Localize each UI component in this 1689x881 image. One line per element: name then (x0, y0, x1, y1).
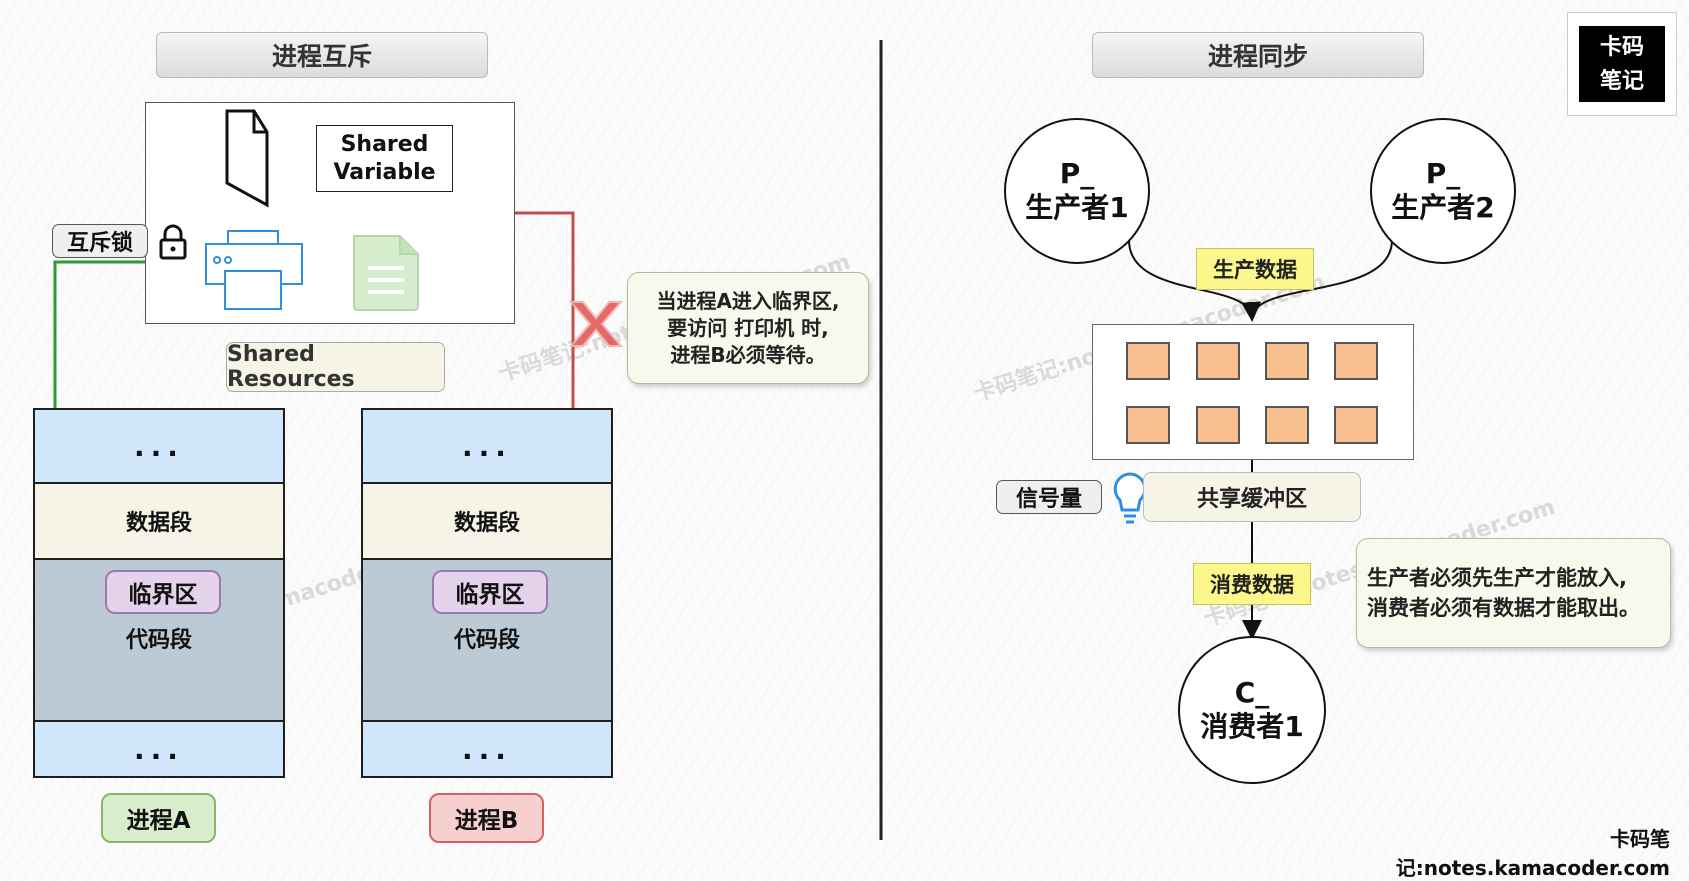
semaphore-label: 信号量 (996, 480, 1102, 514)
producer-1-line1: P_ (1059, 157, 1095, 190)
producer-1-line2: 生产者1 (1025, 191, 1129, 224)
printer-icon (205, 230, 303, 310)
data-segment: 数据段 (35, 482, 283, 560)
producer1-arrow (1128, 239, 1262, 322)
buffer-cell (1265, 342, 1309, 380)
memory-bottom-dots: ... (35, 720, 283, 776)
blocked-x-icon (568, 301, 624, 347)
shared-buffer-label: 共享缓冲区 (1143, 472, 1361, 522)
code-segment-label: 代码段 (125, 628, 192, 653)
memory-top-dots: ... (35, 410, 283, 482)
producer-2-line1: P_ (1425, 157, 1461, 190)
consumer-1: C_ 消费者1 (1178, 636, 1326, 784)
buffer-box (1092, 324, 1414, 460)
code-segment: 代码段 (35, 560, 283, 720)
shared-variable-line1: Shared (340, 131, 429, 157)
shared-variable-line2: Variable (333, 159, 436, 185)
critical-section-a: 临界区 (105, 570, 221, 614)
mutex-note-line1: 当进程A进入临界区, (656, 288, 840, 313)
kamacoder-logo: 卡码 笔记 (1567, 12, 1677, 116)
code-segment-label: 代码段 (453, 628, 520, 653)
sync-note-line1: 生产者必须先生产才能放入, (1367, 566, 1627, 590)
consumer-1-line1: C_ (1234, 676, 1270, 709)
right-section-title: 进程同步 (1092, 32, 1424, 78)
sync-note-line2: 消费者必须有数据才能取出。 (1367, 596, 1640, 620)
producer2-arrow (1251, 239, 1393, 319)
mutex-note: 当进程A进入临界区, 要访问 打印机 时, 进程B必须等待。 (627, 272, 869, 384)
logo-line1: 卡码 (1599, 34, 1644, 60)
logo-line2: 笔记 (1599, 68, 1644, 94)
buffer-cell (1196, 406, 1240, 444)
process-a-memory: ... 数据段 代码段 ... (33, 408, 285, 778)
buffer-cell (1265, 406, 1309, 444)
memory-top-dots: ... (363, 410, 611, 482)
mutex-note-line2: 要访问 打印机 时, (667, 315, 829, 340)
buffer-cell (1334, 342, 1378, 380)
file-icon (353, 235, 419, 311)
sync-note: 生产者必须先生产才能放入, 消费者必须有数据才能取出。 (1356, 538, 1671, 648)
memory-bottom-dots: ... (363, 720, 611, 776)
data-segment: 数据段 (363, 482, 611, 560)
left-section-title: 进程互斥 (156, 32, 488, 78)
buffer-cell (1126, 406, 1170, 444)
mutex-lock-label: 互斥锁 (52, 224, 148, 258)
process-a-label: 进程A (101, 793, 216, 843)
produce-data-label: 生产数据 (1196, 248, 1314, 290)
shared-resources-label: Shared Resources (226, 342, 445, 392)
lightbulb-icon (1113, 472, 1147, 524)
consume-data-label: 消费数据 (1193, 563, 1311, 605)
consumer-1-line2: 消费者1 (1200, 710, 1304, 743)
critical-section-b: 临界区 (432, 570, 548, 614)
producer-2-line2: 生产者2 (1391, 191, 1495, 224)
buffer-cell (1334, 406, 1378, 444)
footer-credit: 卡码笔记:notes.kamacoder.com (1395, 827, 1670, 880)
process-b-label: 进程B (429, 793, 544, 843)
mutex-note-line3: 进程B必须等待。 (670, 342, 826, 367)
producer-2: P_ 生产者2 (1370, 118, 1516, 264)
buffer-cell (1196, 342, 1240, 380)
buffer-cell (1126, 342, 1170, 380)
lock-icon (159, 224, 187, 260)
shared-variable-box: Shared Variable (316, 125, 453, 192)
document-icon (225, 109, 269, 208)
producer-1: P_ 生产者1 (1004, 118, 1150, 264)
